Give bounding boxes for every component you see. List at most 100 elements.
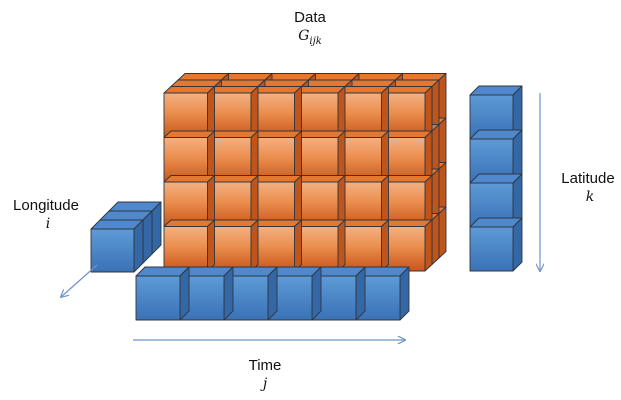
time-symbol: j	[262, 376, 268, 392]
cube-front-face	[469, 226, 514, 272]
cube-front-face	[135, 275, 181, 321]
data-symbol: Gijk	[280, 28, 340, 47]
time-cube	[179, 266, 234, 321]
cube-side-face	[207, 219, 215, 272]
cube-side-face	[250, 175, 259, 227]
cube-top-face	[250, 219, 302, 227]
cube-top-face	[294, 175, 346, 183]
cube-side-face	[133, 219, 144, 273]
longitude-symbol: i	[45, 216, 51, 232]
data-cube	[163, 86, 215, 138]
cube-side-face	[294, 86, 302, 138]
time-title: Time	[248, 357, 282, 374]
cube-side-face	[381, 86, 389, 138]
cube-top-face	[250, 86, 302, 94]
data-cube	[294, 175, 346, 227]
cube-top-face	[250, 175, 302, 183]
data-cube	[207, 130, 259, 183]
cube-top-face	[170, 79, 222, 87]
data-symbol-subscript: ijk	[309, 35, 322, 47]
time-cube	[223, 266, 278, 321]
cube-top-face	[388, 79, 440, 87]
cube-side-face	[424, 130, 433, 183]
cube-side-face	[399, 266, 410, 321]
cube-top-face	[264, 73, 316, 81]
cube-side-face	[337, 86, 346, 138]
arrow-layer	[61, 93, 540, 340]
longitude-axis-arrow	[61, 264, 98, 297]
data-symbol-letter: G	[298, 28, 310, 44]
cube-front-face	[163, 226, 208, 272]
cube-layer	[90, 73, 523, 321]
cube-side-face	[438, 162, 447, 214]
latitude-cube	[469, 173, 523, 228]
cube-side-face	[142, 210, 153, 264]
cube-top-face	[337, 175, 389, 183]
data-cube	[250, 175, 302, 227]
cube-side-face	[438, 117, 447, 170]
data-cube	[163, 219, 215, 272]
cube-top-face	[337, 130, 389, 138]
data-cube	[163, 175, 215, 227]
cube-top-face	[344, 79, 396, 87]
cube-side-face	[337, 130, 346, 183]
cube-top-face	[294, 219, 346, 227]
data-cube	[337, 175, 389, 227]
cube-side-face	[223, 266, 234, 321]
cube-top-face	[294, 130, 346, 138]
cube-top-face	[250, 130, 302, 138]
cube-side-face	[179, 266, 190, 321]
latitude-symbol: k	[585, 189, 595, 205]
longitude-title: Longitude	[13, 197, 79, 214]
cube-top-face	[207, 130, 259, 138]
cube-top-face	[207, 219, 259, 227]
cube-side-face	[431, 124, 440, 176]
data-cube	[294, 86, 346, 138]
cube-top-face	[257, 79, 309, 87]
cube-top-face	[163, 130, 215, 138]
cube-side-face	[438, 73, 447, 125]
data-cube	[337, 130, 389, 183]
data-cube	[207, 175, 259, 227]
cube-top-face	[337, 219, 389, 227]
latitude-cube	[469, 217, 523, 272]
cube-top-face	[381, 175, 433, 183]
data-cube	[337, 86, 389, 138]
time-cube	[135, 266, 190, 321]
cube-top-face	[163, 175, 215, 183]
cube-top-face	[207, 175, 259, 183]
cube-side-face	[267, 266, 278, 321]
cube-top-face	[381, 219, 433, 227]
cube-top-face	[221, 73, 273, 81]
longitude-cube	[90, 219, 144, 273]
cube-side-face	[294, 130, 302, 183]
data-cube	[207, 86, 259, 138]
data-cube	[250, 219, 302, 272]
data-cube	[337, 219, 389, 272]
cube-side-face	[207, 86, 215, 138]
cube-top-face	[381, 130, 433, 138]
data-cube	[381, 175, 433, 227]
data-title: Data	[294, 9, 326, 26]
cube-side-face	[311, 266, 322, 321]
cube-top-face	[214, 79, 266, 87]
cube-side-face	[381, 175, 389, 227]
data-cube	[250, 130, 302, 183]
latitude-title: Latitude	[561, 170, 615, 187]
cube-side-face	[424, 175, 433, 227]
cube-front-face	[90, 228, 135, 273]
data-cube	[381, 219, 433, 272]
cube-top-face	[301, 79, 353, 87]
cube-side-face	[431, 168, 440, 221]
cube-top-face	[381, 86, 433, 94]
data-cube	[381, 130, 433, 183]
cube-side-face	[424, 219, 433, 272]
cube-top-face	[163, 86, 215, 94]
cube-side-face	[250, 86, 259, 138]
cube-side-face	[250, 130, 259, 183]
data-cube	[294, 130, 346, 183]
cube-side-face	[250, 219, 259, 272]
data-cube	[294, 219, 346, 272]
